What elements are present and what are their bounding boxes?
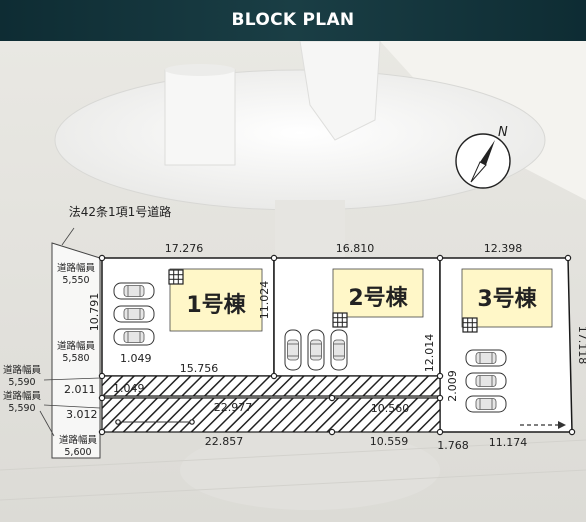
entrance-marker-1 <box>168 269 184 285</box>
road-width-value: 5,590 <box>8 377 35 388</box>
parking-car-icon <box>307 329 325 371</box>
dim-strip-top: 22.977 <box>214 401 253 414</box>
road-width-label: 道路幅員 <box>57 262 96 274</box>
dim-left-lower-strip: 3.012 <box>66 408 98 421</box>
dim-bottom-a: 22.857 <box>205 435 244 448</box>
building-3-label: 3号棟 <box>477 286 537 312</box>
page-title: BLOCK PLAN <box>231 10 355 30</box>
svg-text:N: N <box>498 125 508 140</box>
entrance-marker-3 <box>462 317 478 333</box>
parking-car-icon <box>284 329 302 371</box>
driveway-lower <box>101 397 441 433</box>
dim-left-1: 10.791 <box>88 293 101 332</box>
road-left <box>51 242 101 459</box>
dim-bottom-1: 15.756 <box>180 362 219 375</box>
road-width-value: 5,550 <box>62 275 89 286</box>
building-2-label: 2号棟 <box>348 285 408 311</box>
dim-left-upper-strip: 2.011 <box>64 383 96 396</box>
road-width-value: 5,590 <box>8 403 35 414</box>
building-1-box <box>169 268 263 332</box>
building-2-box <box>332 268 424 318</box>
dim-bottom-d: 11.174 <box>489 436 528 449</box>
parking-car-icon <box>113 282 155 300</box>
dim-strip-top-2: 10.560 <box>371 402 410 415</box>
road-width-label: 道路幅員 <box>59 434 98 446</box>
building-3-box <box>461 268 553 328</box>
road-width-value: 5,600 <box>64 447 91 458</box>
arrow-icon <box>558 421 566 429</box>
dim-corner-2: 1.049 <box>113 382 145 395</box>
road-label: 法42条1項1号道路 <box>69 204 172 219</box>
road-width-value: 5,580 <box>62 353 89 364</box>
dim-lot3-step: 2.009 <box>446 370 459 402</box>
driveway-upper <box>101 375 441 397</box>
parking-car-icon <box>113 328 155 346</box>
parking-car-icon <box>465 395 507 413</box>
boundary-points <box>98 254 576 436</box>
parking-car-icon <box>330 329 348 371</box>
road-width-label: 道路幅員 <box>3 364 42 376</box>
building-1-label: 1号棟 <box>186 292 246 318</box>
dim-right-3: 17.118 <box>576 326 586 365</box>
parking-car-icon <box>465 349 507 367</box>
road-width-label: 道路幅員 <box>57 340 96 352</box>
dim-corner: 1.049 <box>120 352 152 365</box>
dim-bottom-c: 1.768 <box>437 439 469 452</box>
parking-car-icon <box>465 372 507 390</box>
dim-bottom-b: 10.559 <box>370 435 409 448</box>
entrance-marker-2 <box>332 312 348 328</box>
dim-mid-2-3: 12.014 <box>423 334 436 373</box>
north-compass-icon: N <box>455 125 511 189</box>
parking-car-icon <box>113 305 155 323</box>
dim-top-1: 17.276 <box>165 242 204 255</box>
dim-top-2: 16.810 <box>336 242 375 255</box>
dim-top-3: 12.398 <box>484 242 523 255</box>
road-width-label: 道路幅員 <box>3 390 42 402</box>
header-bar <box>0 0 586 41</box>
dim-mid-1-2: 11.024 <box>258 281 271 320</box>
